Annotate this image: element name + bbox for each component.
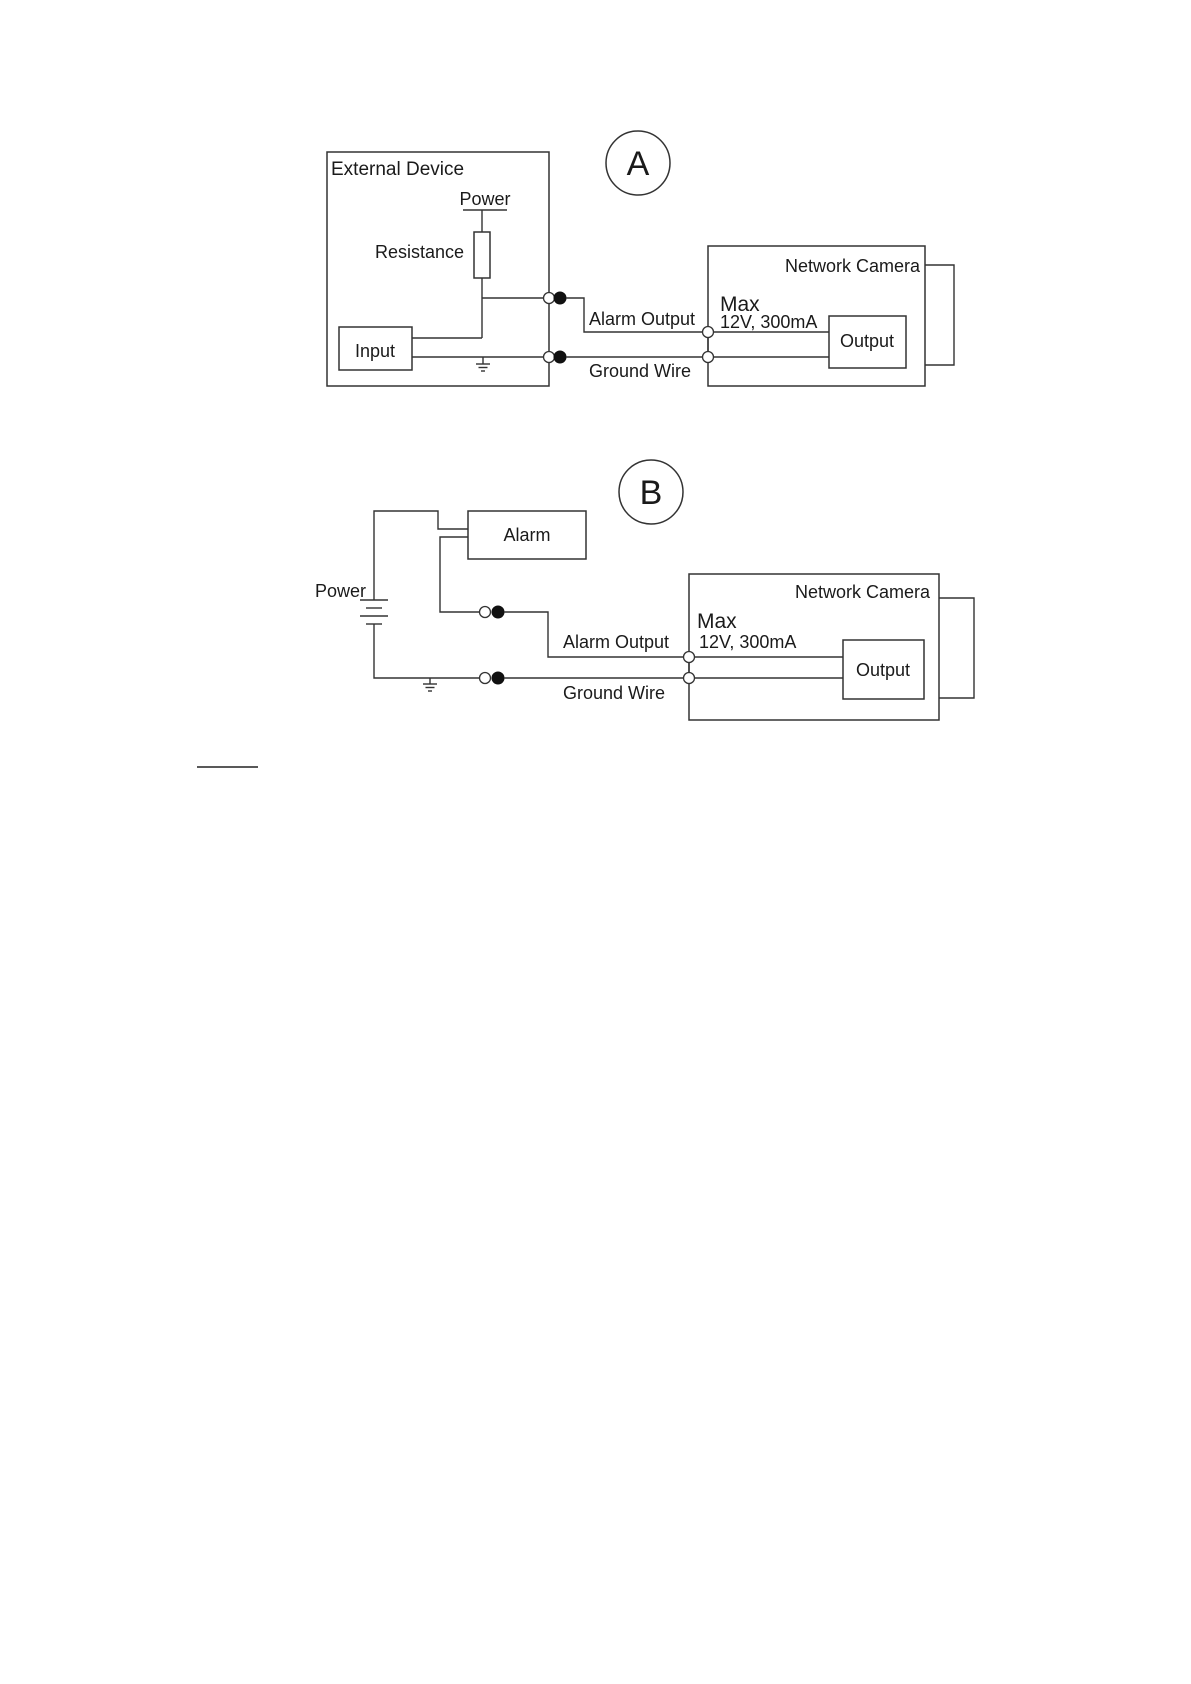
external-device-label: External Device — [331, 159, 464, 180]
camera-terminal-top-b — [684, 652, 695, 663]
diagram-b: B Alarm Power Alarm Output Ground Wi — [315, 460, 974, 720]
terminal-filled-bottom-b — [492, 672, 504, 684]
network-camera-label-a: Network Camera — [785, 256, 921, 276]
power-label-b: Power — [315, 581, 366, 601]
diagram-a: A External Device Power Resistance Input — [327, 131, 954, 386]
network-camera-label-b: Network Camera — [795, 582, 931, 602]
resistor — [474, 232, 490, 278]
badge-a-label: A — [627, 145, 650, 183]
ground-wire-label-a: Ground Wire — [589, 361, 691, 381]
battery-icon — [360, 600, 388, 624]
output-label-b: Output — [856, 660, 910, 680]
resistance-label: Resistance — [375, 242, 464, 262]
alarm-output-label-b: Alarm Output — [563, 632, 669, 652]
badge-b-label: B — [640, 474, 663, 512]
terminal-open-bottom-b — [480, 673, 491, 684]
max-label-b: Max — [697, 610, 737, 633]
terminal-filled-top-b — [492, 606, 504, 618]
power-to-alarm-wire — [374, 511, 468, 600]
camera-side-bracket-a — [925, 265, 954, 365]
device-terminal-filled-top — [554, 292, 566, 304]
power-label-a: Power — [459, 189, 510, 209]
alarm-output-label-a: Alarm Output — [589, 309, 695, 329]
output-label-a: Output — [840, 331, 894, 351]
ground-wire-label-b: Ground Wire — [563, 683, 665, 703]
device-terminal-open-top — [544, 293, 555, 304]
camera-terminal-top-a — [703, 327, 714, 338]
power-to-ground-wire — [374, 624, 484, 678]
camera-side-bracket-b — [939, 598, 974, 698]
terminal-open-top-b — [480, 607, 491, 618]
input-label: Input — [355, 341, 395, 361]
ground-icon — [423, 684, 437, 691]
rating-label-b: 12V, 300mA — [699, 632, 796, 652]
rating-label-a: 12V, 300mA — [720, 312, 817, 332]
device-terminal-open-bottom — [544, 352, 555, 363]
camera-terminal-bottom-b — [684, 673, 695, 684]
alarm-label: Alarm — [503, 525, 550, 545]
device-terminal-filled-bottom — [554, 351, 566, 363]
camera-terminal-bottom-a — [703, 352, 714, 363]
